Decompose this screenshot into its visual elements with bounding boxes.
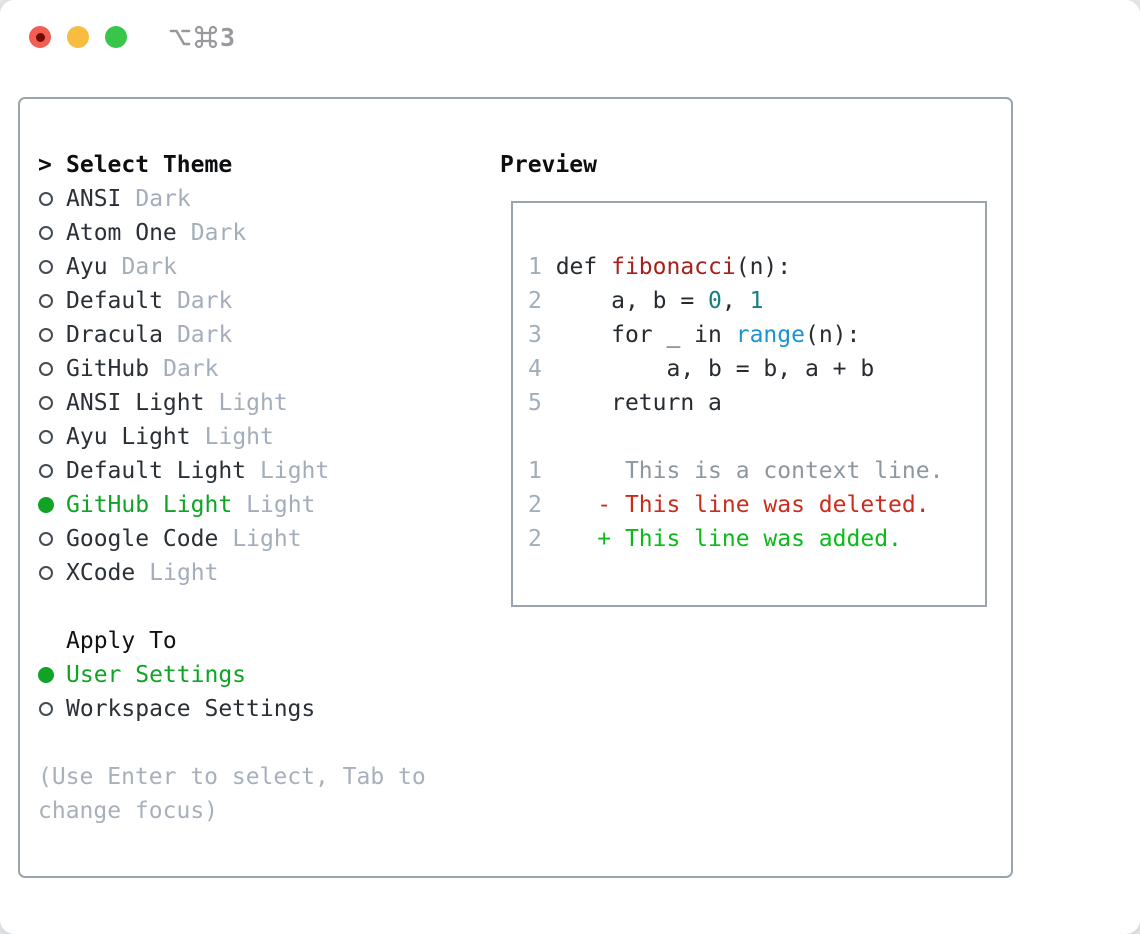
radio-icon [38,328,66,342]
hint-line: (Use Enter to select, Tab to [38,764,426,790]
option-label: Workspace Settings [66,696,316,722]
radio-icon [38,362,66,376]
variant-tag: Light [260,458,330,484]
option-label: ANSI [66,186,122,212]
theme-option[interactable]: ANSI Light Light [38,386,498,420]
select-theme-header: > Select Theme [38,148,498,182]
apply-to-option[interactable]: Workspace Settings [38,692,498,726]
radio-icon [38,396,66,410]
radio-icon [38,226,66,240]
command-key-icon [194,25,218,49]
prompt-caret: > [38,152,52,178]
variant-tag: Light [232,526,302,552]
zoom-button[interactable] [105,26,127,48]
window-title-shortcut: 3 [168,22,236,52]
theme-option[interactable]: GitHub Light Light [38,488,498,522]
code-line: 5 return a [528,390,722,416]
variant-tag: Light [246,492,316,518]
variant-tag: Light [218,390,288,416]
option-label: XCode [66,560,136,586]
option-label: Dracula [66,322,163,348]
theme-option[interactable]: Ayu Light Light [38,420,498,454]
apply-to-header: Apply To [38,624,498,658]
option-label: Default Light [66,458,247,484]
theme-option[interactable]: Default Dark [38,284,498,318]
radio-icon [38,192,66,206]
radio-icon [38,464,66,478]
code-line [528,420,971,454]
variant-tag: Dark [190,220,247,246]
theme-option[interactable]: Dracula Dark [38,318,498,352]
selected-radio-icon [38,667,66,683]
hint-line: change focus) [38,798,219,824]
hint-text: (Use Enter to select, Tab to change focus… [38,760,498,828]
code-line: 1 This is a context line. [528,458,944,484]
close-button-dot [35,32,45,42]
option-label: Default [66,288,163,314]
radio-icon [38,260,66,274]
theme-option[interactable]: Default Light Light [38,454,498,488]
theme-option[interactable]: Google Code Light [38,522,498,556]
variant-tag: Light [149,560,219,586]
select-theme-title: Select Theme [66,152,233,178]
selected-radio-icon [38,497,66,513]
titlebar: 3 [0,0,1140,97]
spacer [38,726,498,760]
minimize-button[interactable] [67,26,89,48]
variant-tag: Dark [163,356,219,382]
variant-tag: Dark [135,186,191,212]
option-label: ANSI Light [66,390,205,416]
code-line: 3 for _ in range(n): [528,322,861,348]
code-line: 2 + This line was added. [528,526,902,552]
option-label: User Settings [66,662,247,688]
code-line: 2 a, b = 0, 1 [528,288,764,314]
theme-option[interactable]: Atom One Dark [38,216,498,250]
variant-tag: Dark [121,254,177,280]
close-button[interactable] [29,26,51,48]
variant-tag: Dark [176,288,233,314]
shortcut-digit: 3 [220,22,236,52]
radio-icon [38,532,66,546]
theme-option[interactable]: ANSI Dark [38,182,498,216]
radio-icon [38,566,66,580]
option-label: Ayu [66,254,108,280]
preview-title: Preview [500,152,597,178]
apply-to-title: Apply To [66,628,177,654]
option-label: GitHub Light [66,492,233,518]
code-line: 1 def fibonacci(n): [528,254,792,280]
variant-tag: Dark [176,322,233,348]
variant-tag: Light [204,424,274,450]
theme-option[interactable]: GitHub Dark [38,352,498,386]
radio-icon [38,702,66,716]
radio-icon [38,430,66,444]
code-line: 2 - This line was deleted. [528,492,930,518]
option-label: Google Code [66,526,219,552]
theme-option[interactable]: XCode Light [38,556,498,590]
apply-to-option[interactable]: User Settings [38,658,498,692]
code-preview: 1 def fibonacci(n): 2 a, b = 0, 1 3 for _ … [528,250,971,556]
preview-header: Preview [500,148,597,182]
option-label: Ayu Light [66,424,191,450]
option-label: Atom One [66,220,177,246]
spacer [38,590,498,624]
theme-option[interactable]: Ayu Dark [38,250,498,284]
option-key-icon [169,29,191,46]
option-label: GitHub [66,356,150,382]
preview-pane: 1 def fibonacci(n): 2 a, b = 0, 1 3 for _ … [511,201,987,607]
code-line: 4 a, b = b, a + b [528,356,875,382]
radio-icon [38,294,66,308]
